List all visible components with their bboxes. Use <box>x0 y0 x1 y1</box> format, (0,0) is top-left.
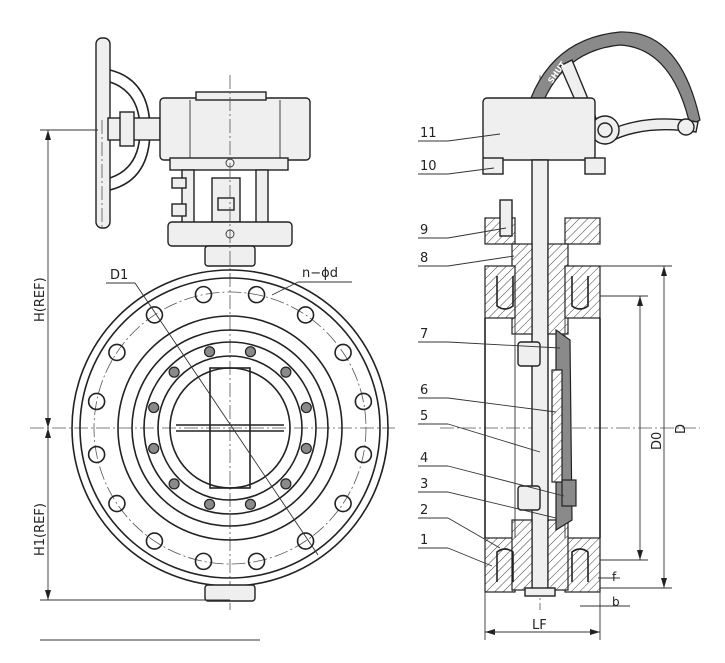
seat-bolt <box>280 366 292 378</box>
dim-f: f <box>612 570 617 584</box>
callout-leader <box>447 133 501 142</box>
seat-bolt <box>168 366 180 378</box>
flange-bolt-hole <box>87 445 106 464</box>
seat-bolts <box>148 346 312 510</box>
callout-leader <box>447 255 515 267</box>
flange-bolt-holes <box>87 285 373 571</box>
part-label-1: 1 <box>420 533 428 548</box>
dim-d0: D0 <box>650 432 665 450</box>
stem <box>531 159 549 591</box>
part-label-7: 7 <box>420 327 428 342</box>
section-view: SHUT <box>418 31 701 640</box>
part-label-9: 9 <box>420 223 428 238</box>
part-callouts: 1 2 3 4 5 6 7 8 9 10 11 <box>418 126 565 567</box>
seat-bolt <box>244 346 257 358</box>
flange-bolt-hole <box>354 445 373 464</box>
part-label-2: 2 <box>420 503 428 518</box>
callout-leader <box>447 397 557 413</box>
callout-leader <box>447 167 495 175</box>
flange-bolt-hole <box>334 494 352 513</box>
front-view: D1 n−ϕd H(REF) H1(REF) <box>30 37 395 610</box>
flange-bolt-hole <box>296 532 315 550</box>
flange-bolt-hole <box>296 306 315 324</box>
seat-bolt <box>300 401 312 414</box>
dim-b: b <box>612 595 620 609</box>
bolt-leader <box>271 281 299 296</box>
handwheel <box>95 37 161 229</box>
flange-bolt-hole <box>108 343 126 362</box>
flange-bolt-hole <box>145 532 164 550</box>
callout-leader <box>447 517 501 549</box>
dim-lf: LF <box>532 618 547 633</box>
flange-bolt-hole <box>334 343 352 362</box>
dim-d: D <box>674 424 689 434</box>
seat-bolt <box>203 346 216 358</box>
seat-bolt <box>148 442 160 455</box>
label-bolt-holes: n−ϕd <box>302 266 338 281</box>
flange-bolt-hole <box>247 552 266 571</box>
seat-bolt <box>203 498 216 510</box>
seat-bolt <box>244 498 257 510</box>
gearbox-side <box>482 97 596 161</box>
flange-bolt-hole <box>108 494 126 513</box>
callout-leader <box>447 423 541 453</box>
part-label-11: 11 <box>420 126 437 141</box>
callout-leader <box>447 341 561 349</box>
part-label-5: 5 <box>420 409 428 424</box>
d1-diameter-line <box>134 282 319 556</box>
callout-leader <box>447 227 507 239</box>
seat-bolt <box>300 442 312 455</box>
flange-bolt-hole <box>145 306 164 324</box>
label-d1: D1 <box>110 268 128 283</box>
callout-leader <box>447 465 565 497</box>
part-label-3: 3 <box>420 477 428 492</box>
valve-body-front <box>71 269 389 602</box>
seat-bolt <box>280 478 292 490</box>
flange-bolt-hole <box>247 285 266 304</box>
part-label-10: 10 <box>420 159 437 174</box>
dim-h1: H1(REF) <box>33 503 48 556</box>
disc-section <box>517 328 577 532</box>
gearbox <box>159 91 311 171</box>
part-label-6: 6 <box>420 383 428 398</box>
part-label-8: 8 <box>420 251 428 266</box>
flange-bolt-hole <box>194 552 213 571</box>
callout-leader <box>447 547 493 567</box>
dim-h: H(REF) <box>33 277 48 322</box>
seat-bolt <box>148 401 160 414</box>
flange-bolt-hole <box>87 392 106 411</box>
callout-leader <box>447 491 557 519</box>
flange-bolt-hole <box>354 392 373 411</box>
seat-bolt <box>168 478 180 490</box>
flange-bolt-hole <box>194 285 213 304</box>
part-label-4: 4 <box>420 451 428 466</box>
